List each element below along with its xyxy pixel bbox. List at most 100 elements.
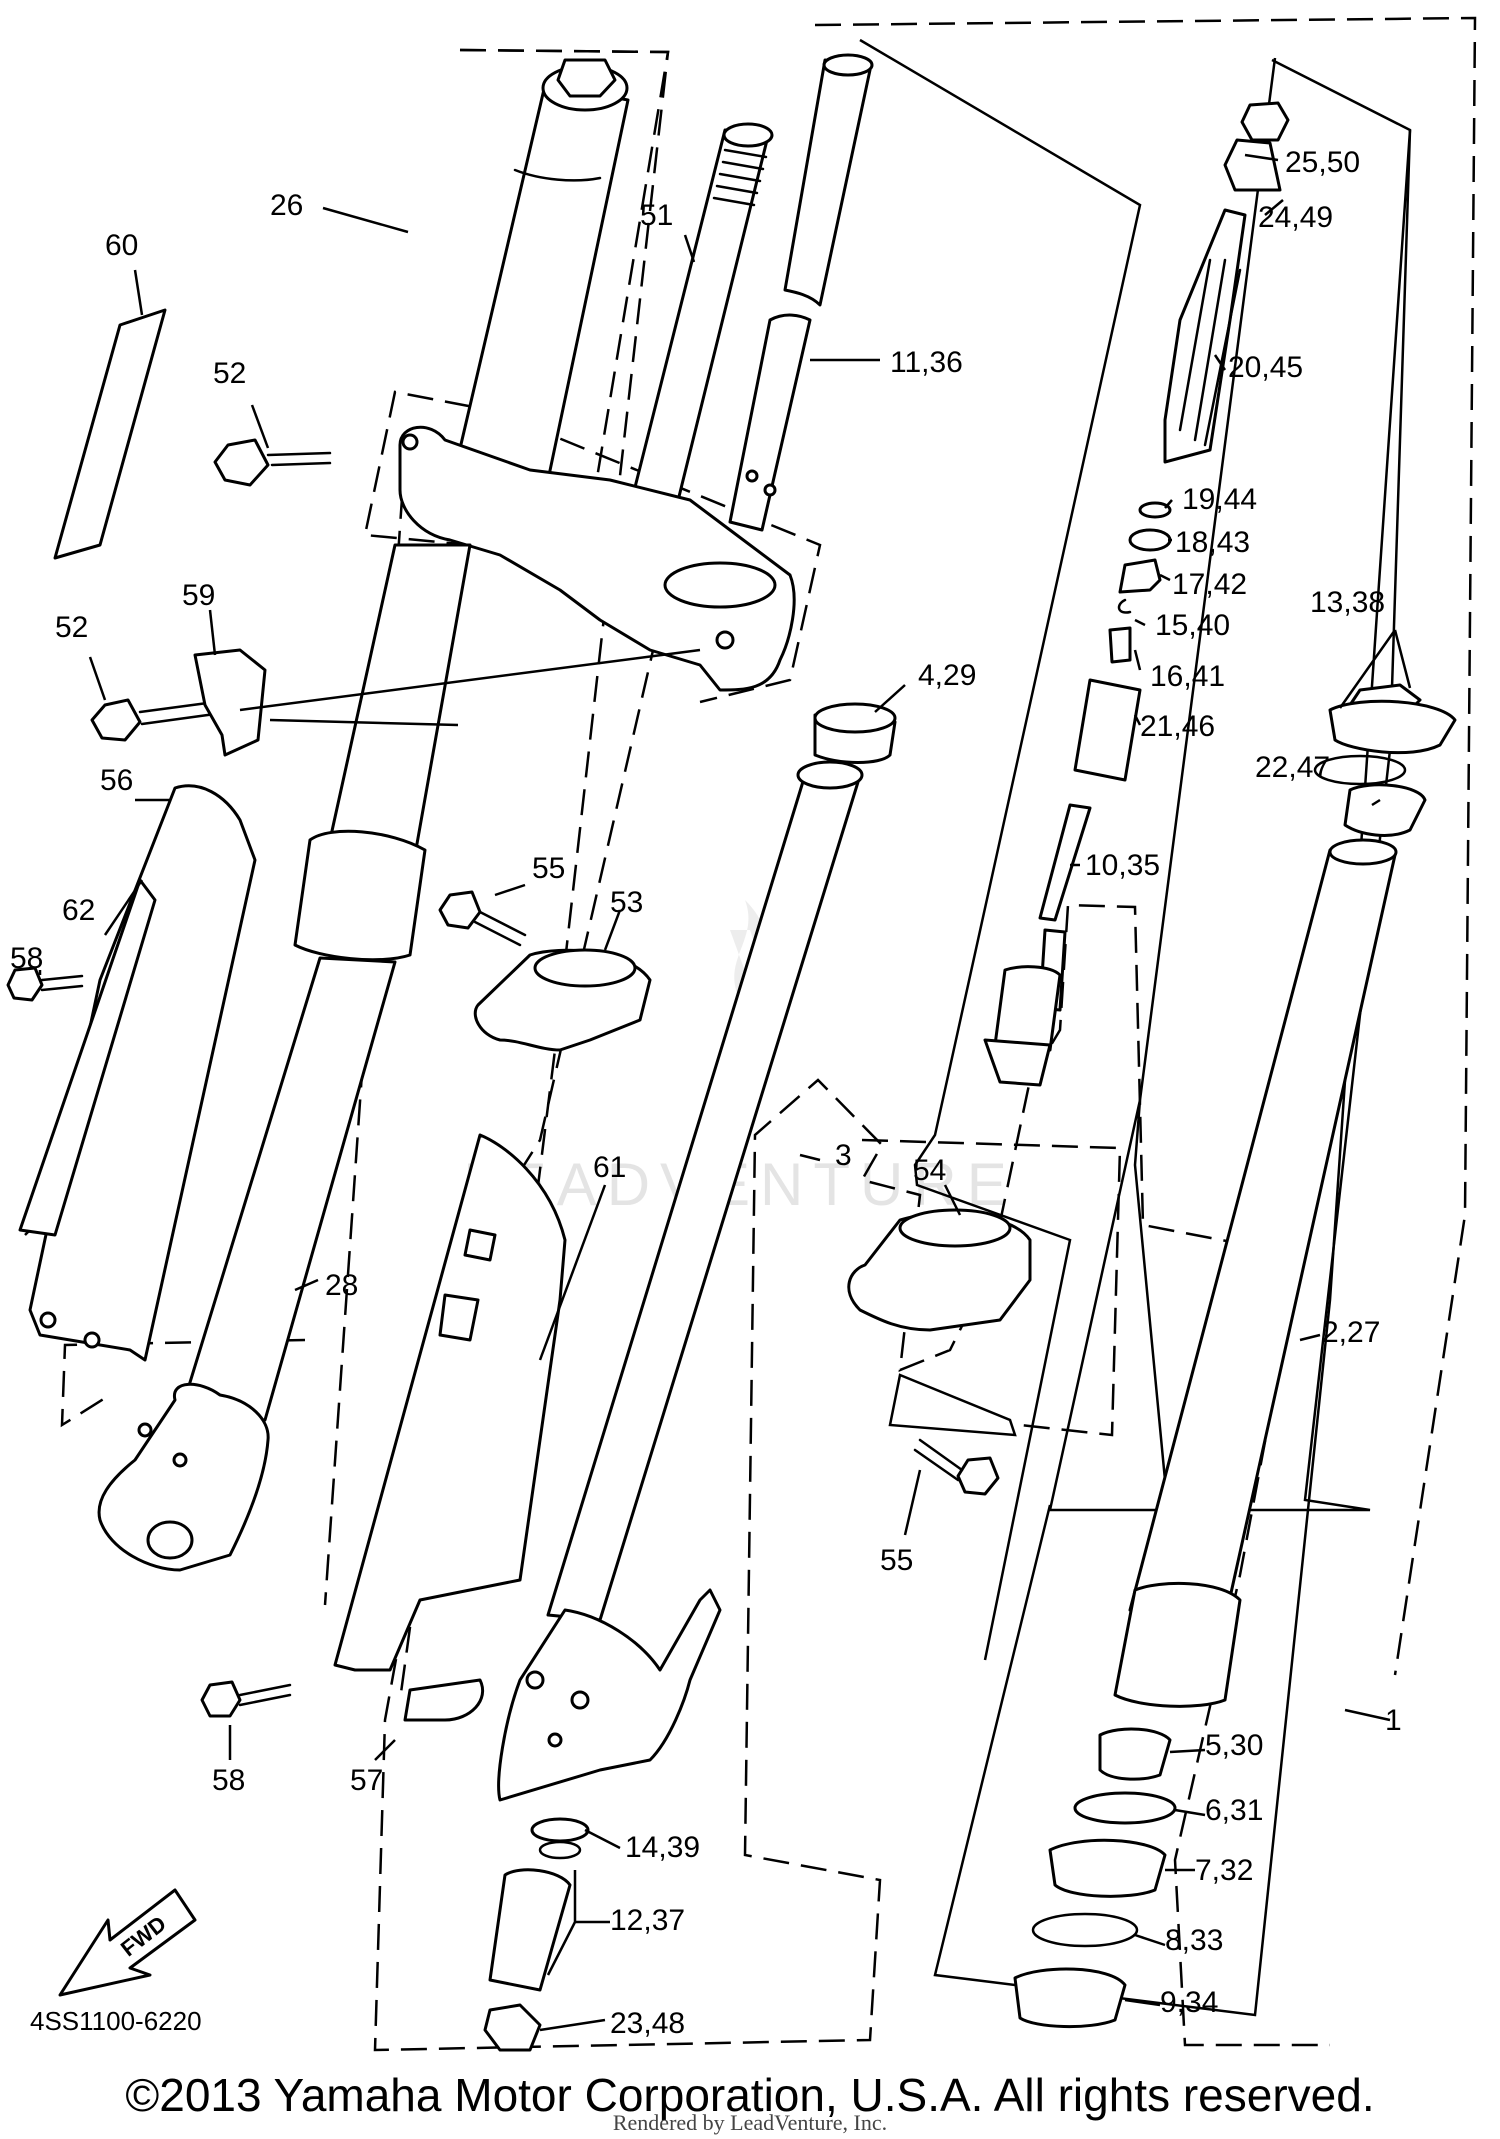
- callout-8-33: 8,33: [1165, 1924, 1223, 1957]
- callout-61: 61: [593, 1151, 626, 1184]
- leader-13-38: [1338, 629, 1412, 709]
- fork-guard-strip: [18, 878, 157, 1237]
- bushing-5-30: [1098, 1727, 1172, 1781]
- left-fork-axle-bracket: [97, 1382, 270, 1572]
- lower-bracket-hole-1: [525, 1670, 545, 1690]
- callout-5-30: 5,30: [1205, 1729, 1263, 1762]
- callout-9-34: 9,34: [1160, 1986, 1218, 2019]
- clip-15-40: [1117, 598, 1132, 614]
- bottom-bolt-23-48: [483, 2003, 542, 2052]
- callout-26: 26: [270, 189, 303, 222]
- leader-6-31: [1174, 1808, 1206, 1817]
- washer-18-43: [1128, 528, 1172, 552]
- clamp-bore-right: [663, 561, 777, 609]
- left-fork-tube-lower: [178, 956, 397, 1422]
- bolt-55-upper-head: [438, 890, 482, 930]
- left-fork-axle-bore: [146, 1520, 194, 1560]
- left-fork-bolt-hole-2: [172, 1452, 188, 1468]
- leader-26: [322, 206, 409, 234]
- callout-19-44: 19,44: [1182, 483, 1257, 516]
- base-valve-parts: [483, 1817, 590, 2052]
- lower-outer-tube: [497, 760, 864, 1802]
- callout-57: 57: [350, 1764, 383, 1797]
- center-fork-guard: [333, 1133, 567, 1722]
- leader-20-45: [1213, 354, 1227, 371]
- callout-16-41: 16,41: [1150, 660, 1225, 693]
- callout-12-37: 12,37: [610, 1904, 685, 1937]
- bolts: [6, 438, 1000, 1718]
- callout-58-left: 58: [10, 942, 43, 975]
- bushing-4-29: [813, 702, 897, 764]
- locknut-24-49: [1223, 138, 1282, 192]
- inner-tube-assembly-outline: [1048, 58, 1412, 1691]
- callout-21-46: 21,46: [1140, 710, 1215, 743]
- leader-3: [799, 1153, 821, 1162]
- upper-triple-clamp-body: [398, 425, 796, 692]
- oring-13-38: [1313, 754, 1407, 786]
- leader-lines: [38, 153, 1412, 2032]
- steering-stem-thread: [722, 122, 774, 148]
- center-guard-plate: [333, 1133, 567, 1672]
- leader-61: [538, 1184, 607, 1361]
- callout-11-36: 11,36: [890, 346, 963, 379]
- brake-hose-bracket-53: [473, 948, 652, 1052]
- lower-bracket-hole-2: [570, 1690, 590, 1710]
- center-guard-clip-1: [463, 1228, 497, 1262]
- leader-55b: [903, 1469, 922, 1536]
- lower-outer-tube-top: [796, 760, 864, 790]
- callout-28: 28: [325, 1269, 358, 1302]
- callout-58-bottom: 58: [212, 1764, 245, 1797]
- left-fork-outer-tube: [97, 543, 472, 1572]
- brake-hose-bracket-54: [847, 1208, 1032, 1332]
- callout-53: 53: [610, 886, 643, 919]
- leader-2-27: [1299, 1333, 1321, 1342]
- diagram-code: 4SS1100-6220: [30, 2006, 202, 2036]
- outer-tube-upper-body: [453, 83, 630, 482]
- bracket-53-bore: [533, 948, 637, 988]
- fwd-arrow-shape: [58, 1888, 197, 1997]
- callout-6-31: 6,31: [1205, 1794, 1263, 1827]
- upper-triple-clamp: [398, 425, 796, 692]
- leader-21-46: [1133, 714, 1142, 726]
- decal-60: [53, 308, 167, 560]
- inner-tube-long: [1113, 838, 1398, 1708]
- callout-14-39: 14,39: [625, 1831, 700, 1864]
- leader-5-30: [1169, 1748, 1206, 1754]
- leader-62: [103, 879, 144, 936]
- dust-seal-9-34: [1013, 1967, 1127, 2028]
- guard-hole-2: [83, 1331, 101, 1349]
- spring-guide-lines: [1178, 258, 1242, 447]
- leader-59: [208, 609, 217, 656]
- bolt-52-upper-thread: [266, 451, 332, 467]
- callout-51: 51: [640, 199, 673, 232]
- leader-24-49: [1264, 199, 1284, 216]
- leader-9-34: [1124, 1998, 1161, 2007]
- leader-19-44: [1164, 499, 1173, 509]
- collar-17-42: [1118, 558, 1162, 594]
- callout-60: 60: [105, 229, 138, 262]
- leader-14-39: [584, 1828, 621, 1850]
- clamp-pinch-hole: [715, 630, 735, 650]
- collar-22-47: [1343, 783, 1427, 837]
- callout-62: 62: [62, 894, 95, 927]
- bolt-52-lower-thread: [138, 700, 217, 726]
- callout-55-upper: 55: [532, 852, 565, 885]
- washer-6-31: [1073, 1791, 1177, 1825]
- callout-59: 59: [182, 579, 215, 612]
- callout-1: 1: [1385, 1704, 1402, 1737]
- leader-60: [133, 269, 144, 316]
- leader-28: [294, 1278, 319, 1292]
- leader-52a: [250, 404, 270, 449]
- callout-4-29: 4,29: [918, 659, 976, 692]
- leader-53: [603, 909, 622, 951]
- bushing-top: [813, 702, 897, 734]
- callout-24-49: 24,49: [1258, 201, 1333, 234]
- damper-rod-10-35: [1038, 803, 1092, 922]
- left-fork-bolt-hole-1: [137, 1422, 153, 1438]
- callout-labels: 1 2,27 3 4,29 5,30 6,31 7,32 8,33 9,34 1…: [10, 146, 1402, 2040]
- damper-bottom-nut: [983, 1038, 1052, 1087]
- cartridge-assembly-outline: [859, 38, 1142, 1661]
- leader-12-37: [546, 1870, 610, 1976]
